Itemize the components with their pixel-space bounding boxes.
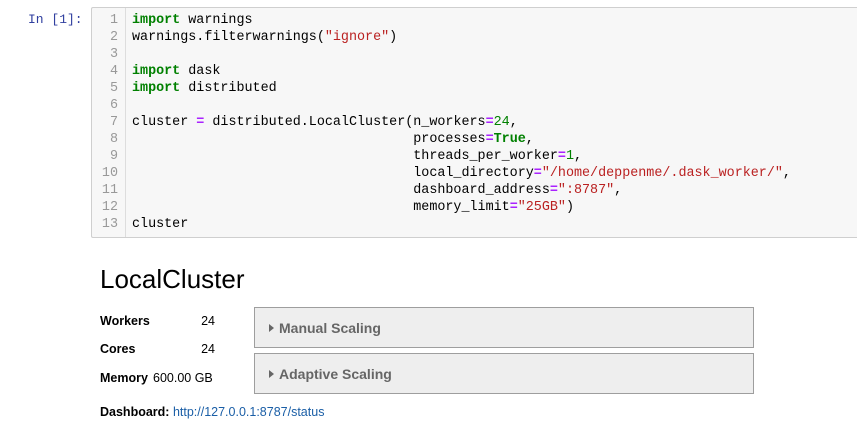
indent [132, 166, 413, 181]
code-text: dashboard_address [413, 183, 550, 198]
code-line: import warnings [132, 12, 253, 29]
workers-label: Workers [100, 314, 150, 328]
code-line: cluster = distributed.LocalCluster(n_wor… [132, 114, 518, 131]
dashboard-label: Dashboard: [100, 405, 170, 419]
memory-row: Memory 600.00 GB [100, 369, 230, 387]
code-text: threads_per_worker [413, 149, 558, 164]
keyword: import [132, 64, 181, 79]
keyword: import [132, 13, 181, 28]
code-text: ) [389, 30, 398, 45]
operator: = [533, 166, 542, 181]
code-line: processes=True, [132, 131, 534, 148]
code-text: distributed.LocalCluster(n_workers [204, 115, 486, 130]
indent [132, 200, 413, 215]
memory-label: Memory [100, 371, 148, 385]
memory-value: 600.00 GB [153, 371, 213, 385]
number-literal: 1 [565, 149, 574, 164]
operator: = [557, 149, 566, 164]
code-line: threads_per_worker=1, [132, 148, 582, 165]
line-number: 8 [109, 132, 118, 147]
code-cell-editor[interactable]: 1 2 3 4 5 6 7 8 9 10 11 12 13 import war… [91, 7, 857, 238]
code-text: warnings.filterwarnings( [132, 30, 325, 45]
cores-value: 24 [201, 342, 215, 356]
keyword: import [132, 81, 181, 96]
cores-row: Cores 24 [100, 340, 230, 358]
adaptive-scaling-accordion[interactable]: Adaptive Scaling [254, 353, 754, 394]
manual-scaling-header: Manual Scaling [269, 320, 381, 336]
dashboard-link[interactable]: http://127.0.0.1:8787/status [172, 405, 325, 419]
code-text: , [574, 149, 583, 164]
line-number: 3 [109, 47, 118, 62]
code-line: cluster [132, 216, 188, 233]
code-line: memory_limit="25GB") [132, 199, 574, 216]
code-text: dask [180, 64, 221, 79]
workers-row: Workers 24 [100, 312, 230, 330]
code-line: warnings.filterwarnings("ignore") [132, 29, 397, 46]
line-number: 1 [109, 13, 118, 28]
code-line: local_directory="/home/deppenme/.dask_wo… [132, 165, 791, 182]
line-number: 6 [109, 98, 118, 113]
line-number: 5 [109, 81, 118, 96]
line-number: 9 [109, 149, 118, 164]
operator: = [485, 115, 494, 130]
code-text: , [525, 132, 534, 147]
code-text: cluster [132, 217, 189, 232]
indent [132, 183, 413, 198]
code-text: memory_limit [413, 200, 510, 215]
caret-right-icon [269, 370, 274, 378]
cores-label: Cores [100, 342, 136, 356]
code-text: local_directory [413, 166, 534, 181]
indent [132, 149, 413, 164]
adaptive-scaling-label: Adaptive Scaling [279, 366, 392, 382]
operator: = [485, 132, 494, 147]
line-number: 7 [109, 115, 118, 130]
operator: = [196, 115, 205, 130]
indent [132, 132, 413, 147]
code-line: import dask [132, 63, 220, 80]
cluster-title: LocalCluster [100, 264, 245, 294]
adaptive-scaling-header: Adaptive Scaling [269, 366, 392, 382]
line-number: 13 [101, 217, 118, 232]
number-literal: 24 [493, 115, 510, 130]
code-text: , [614, 183, 623, 198]
code-text: ) [565, 200, 574, 215]
caret-right-icon [269, 324, 274, 332]
workers-value: 24 [201, 314, 215, 328]
keyword: True [493, 132, 526, 147]
code-text: cluster [132, 115, 197, 130]
string-literal: "ignore" [324, 30, 390, 45]
code-text: processes [413, 132, 486, 147]
string-literal: "25GB" [517, 200, 566, 215]
line-number: 2 [109, 30, 118, 45]
code-line: import distributed [132, 80, 277, 97]
operator: = [509, 200, 518, 215]
code-text: , [509, 115, 518, 130]
manual-scaling-label: Manual Scaling [279, 320, 381, 336]
input-prompt: In [1]: [28, 12, 83, 27]
line-number: 10 [101, 166, 118, 181]
string-literal: "/home/deppenme/.dask_worker/" [541, 166, 783, 181]
line-number-gutter [92, 8, 126, 237]
line-number: 11 [101, 183, 118, 198]
line-number: 12 [101, 200, 118, 215]
code-text: distributed [180, 81, 277, 96]
string-literal: ":8787" [557, 183, 615, 198]
operator: = [549, 183, 558, 198]
dashboard-row: Dashboard: http://127.0.0.1:8787/status [100, 405, 324, 419]
line-number: 4 [109, 64, 118, 79]
code-line: dashboard_address=":8787", [132, 182, 622, 199]
code-text: , [782, 166, 791, 181]
manual-scaling-accordion[interactable]: Manual Scaling [254, 307, 754, 348]
code-text: warnings [180, 13, 253, 28]
